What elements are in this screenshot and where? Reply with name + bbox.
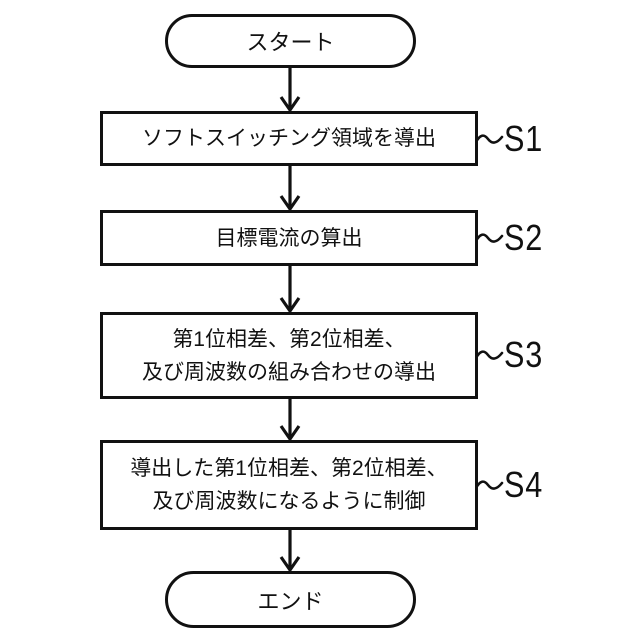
tilde-connector [474,350,504,360]
process-box-s4: 導出した第1位相差、第2位相差、 及び周波数になるように制御 [100,440,478,530]
flow-arrow [279,399,301,442]
process-box-s3: 第1位相差、第2位相差、 及び周波数の組み合わせの導出 [100,312,478,399]
process-text: 第1位相差、第2位相差、 [172,327,406,351]
step-label-s4: S4 [504,464,544,505]
end-terminal-label: エンド [257,588,324,614]
flow-arrow [279,530,301,573]
end-terminal: エンド [165,571,416,628]
tilde-connector [474,233,504,243]
start-terminal-label: スタート [246,30,335,55]
flow-arrow [279,166,301,212]
process-text: 及び周波数になるように制御 [152,490,426,513]
process-text: 及び周波数の組み合わせの導出 [142,360,436,384]
tilde-connector [474,480,504,490]
process-box-s2: 目標電流の算出 [100,210,478,266]
step-label-s2: S2 [504,217,544,258]
flow-arrow [279,266,301,314]
start-terminal: スタート [165,14,416,68]
process-box-s1: ソフトスイッチング領域を導出 [100,111,478,166]
step-label-s3: S3 [504,334,544,375]
process-text: 導出した第1位相差、第2位相差、 [130,457,448,480]
flow-arrow [279,68,301,113]
tilde-connector [474,134,504,144]
step-label-s1: S1 [504,118,544,159]
process-text: ソフトスイッチング領域を導出 [142,127,436,150]
process-text: 目標電流の算出 [215,226,363,250]
